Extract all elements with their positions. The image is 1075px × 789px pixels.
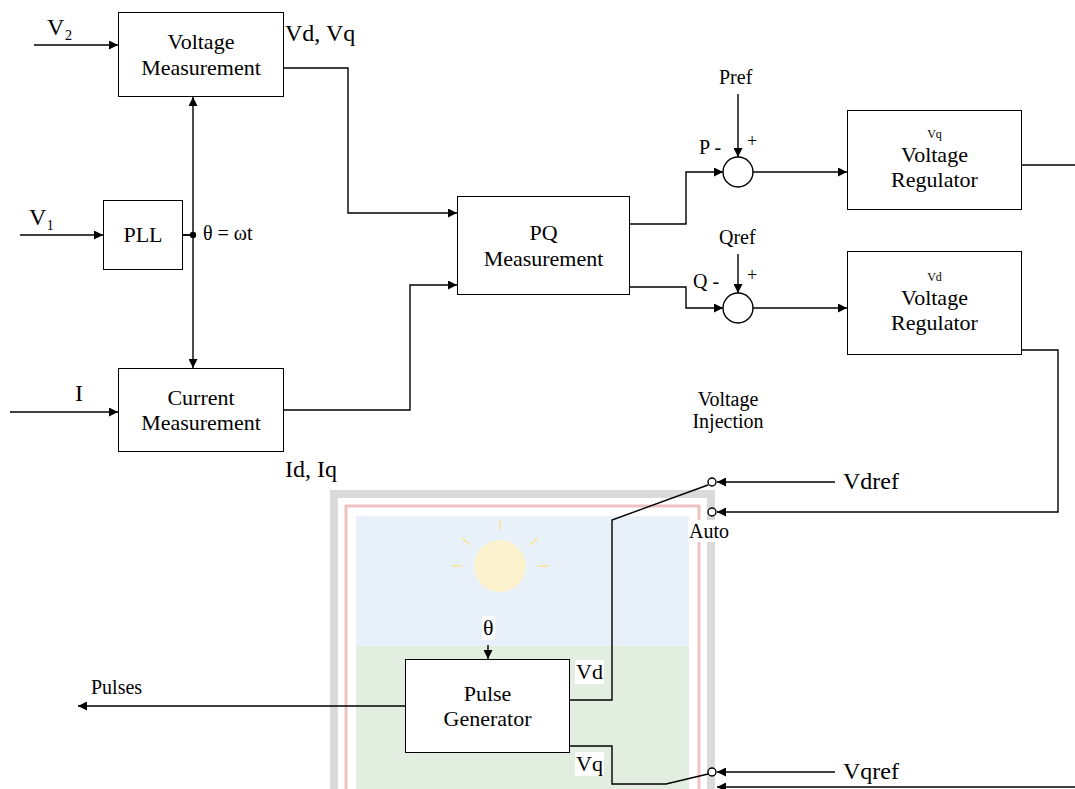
signal-wire [753, 307, 847, 308]
sign-label: + [746, 266, 758, 286]
watermark-rays [452, 520, 548, 566]
signal-name: Vq [575, 752, 604, 776]
reference-name: Qref [718, 226, 757, 248]
output-name: Pulses [90, 676, 143, 698]
signal-name: V₂ [46, 14, 74, 40]
watermark-inner-frame [346, 506, 699, 789]
summing-junction [723, 293, 753, 323]
node-subtitle: Vq [927, 128, 942, 142]
input-wire [34, 44, 118, 45]
signal-connector [183, 97, 193, 235]
angle-wire [487, 645, 488, 659]
signal-name: V₁ [28, 204, 56, 230]
signal-name: I [74, 380, 84, 406]
node-title: PQ Measurement [479, 220, 609, 271]
signal-wire [630, 172, 723, 224]
regulator-box: VqVoltage Regulator [847, 110, 1022, 210]
signal-name: P - [698, 136, 722, 158]
node-title: Current Measurement [128, 385, 274, 436]
signal-connector [183, 235, 193, 368]
signal-wire [753, 171, 847, 172]
switch-blade [570, 485, 708, 700]
reference-wire [717, 481, 835, 482]
measurement-box: Current Measurement [118, 368, 284, 452]
signal-connector [284, 285, 457, 410]
pll-box: PLL [103, 200, 183, 270]
reference-wire [717, 771, 835, 772]
signal-name: Id, Iq [284, 456, 338, 482]
signal-wire [717, 786, 1075, 787]
watermark-outer-frame [334, 494, 711, 789]
node-title: Voltage Measurement [128, 29, 274, 80]
switch-terminal [708, 478, 716, 486]
input-wire [20, 234, 103, 235]
switch-terminal [708, 508, 716, 516]
signal-name: Vd [575, 660, 604, 684]
regulator-box: VdVoltage Regulator [847, 251, 1022, 355]
sign-label: + [746, 132, 758, 152]
switch-position: Auto [688, 520, 730, 542]
node-title: Pulse Generator [428, 681, 548, 732]
watermark-ground [356, 646, 689, 789]
node-title: Voltage Regulator [870, 285, 1000, 336]
angle-label: θ [482, 616, 495, 640]
node-title: PLL [123, 222, 162, 247]
measurement-box: PQ Measurement [457, 196, 630, 295]
watermark-picture [334, 494, 711, 789]
reference-wire [737, 94, 738, 157]
switch-title: Voltage Injection [672, 388, 784, 432]
reference-name: Vqref [842, 758, 900, 784]
signal-name: Q - [692, 270, 720, 292]
reference-wire [737, 254, 738, 293]
angle-label: θ = ωt [202, 222, 254, 244]
measurement-box: Voltage Measurement [118, 12, 284, 97]
signal-name: Vd, Vq [284, 20, 356, 46]
reference-name: Pref [718, 66, 753, 88]
node-title: Voltage Regulator [870, 142, 1000, 193]
switch-blade [570, 746, 708, 784]
watermark-sun [474, 540, 526, 592]
switch-terminal [708, 768, 716, 776]
output-wire [78, 705, 405, 706]
watermark-sky [356, 516, 689, 646]
input-wire [10, 411, 118, 412]
node-subtitle: Vd [927, 271, 942, 285]
signal-connector [284, 68, 457, 213]
summing-junction [723, 157, 753, 187]
signal-wire [1022, 164, 1075, 165]
generator-box: Pulse Generator [405, 659, 570, 753]
reference-name: Vdref [842, 468, 900, 494]
